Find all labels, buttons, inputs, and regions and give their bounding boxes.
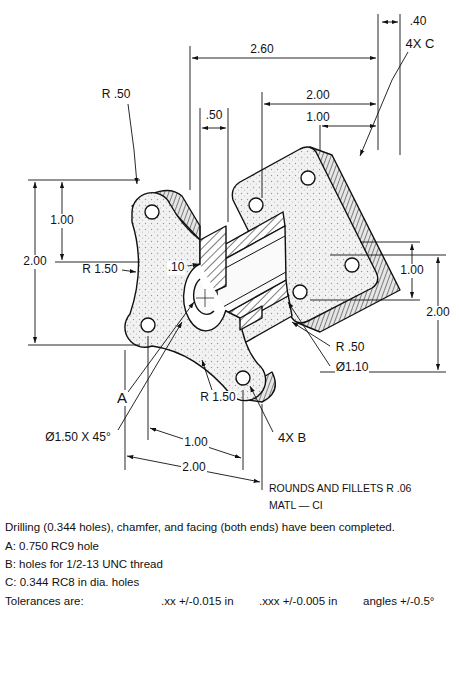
radius-callout: R .50 bbox=[101, 88, 132, 101]
dimension-text: 2.00 bbox=[181, 461, 206, 474]
hole-callout: 4X B bbox=[277, 431, 307, 445]
chamfer-callout: Ø1.50 X 45° bbox=[44, 431, 112, 444]
tolerance-note: .xxx +/-0.005 in bbox=[258, 595, 338, 608]
tolerance-note: .xx +/-0.015 in bbox=[160, 595, 235, 608]
radius-callout: R .50 bbox=[335, 341, 366, 354]
hole-callout: 4X C bbox=[405, 37, 436, 51]
dimension-text: .40 bbox=[409, 15, 428, 28]
dimension-text: 1.00 bbox=[49, 214, 74, 227]
dimension-text: 2.00 bbox=[305, 89, 330, 102]
dimension-text: 2.00 bbox=[22, 255, 47, 268]
dimension-text: 1.00 bbox=[183, 436, 208, 449]
feature-note: C: 0.344 RC8 in dia. holes bbox=[4, 576, 140, 589]
process-note: Drilling (0.344 holes), chamfer, and fac… bbox=[4, 521, 396, 534]
feature-note: B: holes for 1/2-13 UNC thread bbox=[4, 558, 164, 571]
radius-callout: R 1.50 bbox=[199, 391, 236, 404]
tolerance-note: angles +/-0.5° bbox=[362, 595, 435, 608]
dimension-text: 2.60 bbox=[249, 43, 274, 56]
general-note: ROUNDS AND FILLETS R .06 bbox=[268, 483, 412, 495]
feature-note: A: 0.750 RC9 hole bbox=[4, 540, 100, 553]
dimension-text: 1.00 bbox=[305, 111, 330, 124]
diameter-callout: Ø1.10 bbox=[335, 361, 370, 374]
dimension-text: .10 bbox=[167, 261, 186, 274]
tolerance-note: Tolerances are: bbox=[4, 595, 85, 608]
material-note: MATL — CI bbox=[268, 500, 324, 512]
dimension-text: 2.00 bbox=[425, 306, 450, 319]
feature-letter: A bbox=[116, 390, 128, 407]
dimension-text: 1.00 bbox=[399, 264, 424, 277]
radius-callout: R 1.50 bbox=[81, 263, 118, 276]
dimension-lines bbox=[28, 14, 446, 490]
dimension-text: .50 bbox=[205, 109, 224, 122]
